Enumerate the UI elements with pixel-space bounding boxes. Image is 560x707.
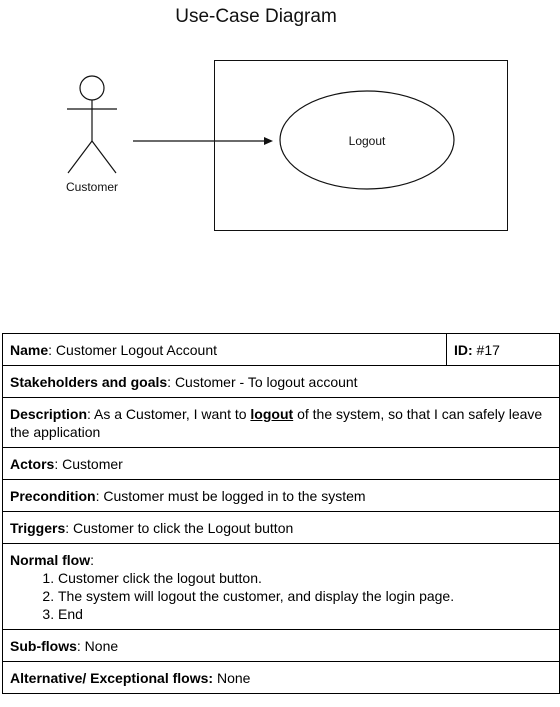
row-name: Name: Customer Logout Account ID: #17 <box>2 333 560 366</box>
description-pre: : As a Customer, I want to <box>87 406 251 422</box>
description-cell: Description: As a Customer, I want to lo… <box>2 397 560 448</box>
subflows-value: : None <box>76 638 119 654</box>
stakeholders-cell: Stakeholders and goals: Customer - To lo… <box>2 365 560 398</box>
diagram-title: Use-Case Diagram <box>175 6 337 27</box>
actors-value: : Customer <box>54 456 123 472</box>
alt-flows-label: Alternative/ Exceptional flows: <box>10 670 214 686</box>
normal-flow-cell: Normal flow: Customer click the logout b… <box>2 543 560 630</box>
flow-step: End <box>58 605 552 623</box>
use-case-label: Logout <box>349 134 386 148</box>
use-case-logout <box>279 90 455 190</box>
triggers-value: : Customer to click the Logout button <box>65 520 294 536</box>
flow-step: The system will logout the customer, and… <box>58 587 552 605</box>
alt-flows-value: None <box>213 670 251 686</box>
precondition-cell: Precondition: Customer must be logged in… <box>2 479 560 512</box>
actor-left-leg <box>67 140 93 174</box>
system-boundary <box>214 60 508 231</box>
row-description: Description: As a Customer, I want to lo… <box>2 397 560 448</box>
triggers-label: Triggers <box>10 520 66 536</box>
row-actors: Actors: Customer <box>2 447 560 480</box>
actor-right-leg <box>91 140 117 174</box>
row-normal-flow: Normal flow: Customer click the logout b… <box>2 543 560 630</box>
id-value: #17 <box>472 342 500 358</box>
arrow-head <box>264 137 273 145</box>
precondition-value: : Customer must be logged in to the syst… <box>95 488 366 504</box>
flow-step: Customer click the logout button. <box>58 569 552 587</box>
subflows-cell: Sub-flows: None <box>2 629 560 662</box>
actors-label: Actors <box>10 456 55 472</box>
normal-flow-label: Normal flow <box>10 552 91 568</box>
row-triggers: Triggers: Customer to click the Logout b… <box>2 511 560 544</box>
id-cell: ID: #17 <box>446 333 560 366</box>
row-precondition: Precondition: Customer must be logged in… <box>2 479 560 512</box>
actor-head <box>79 75 105 101</box>
row-alternative-flows: Alternative/ Exceptional flows: None <box>2 661 560 694</box>
stakeholders-label: Stakeholders and goals <box>10 374 168 390</box>
name-cell: Name: Customer Logout Account <box>2 333 447 366</box>
row-stakeholders: Stakeholders and goals: Customer - To lo… <box>2 365 560 398</box>
id-label: ID: <box>454 342 473 358</box>
precondition-label: Precondition <box>10 488 96 504</box>
description-post: of the system, so that I can safely leav… <box>10 406 543 440</box>
normal-flow-steps: Customer click the logout button. The sy… <box>10 569 552 623</box>
name-value: : Customer Logout Account <box>48 342 218 358</box>
row-subflows: Sub-flows: None <box>2 629 560 662</box>
description-emphasis: logout <box>250 406 294 422</box>
subflows-label: Sub-flows <box>10 638 77 654</box>
alt-flows-cell: Alternative/ Exceptional flows: None <box>2 661 560 694</box>
description-label: Description <box>10 406 88 422</box>
triggers-cell: Triggers: Customer to click the Logout b… <box>2 511 560 544</box>
normal-flow-colon: : <box>90 552 95 568</box>
name-label: Name <box>10 342 49 358</box>
stakeholders-value: : Customer - To logout account <box>167 374 358 390</box>
use-case-diagram: Customer Logout <box>66 60 508 231</box>
association-arrow <box>133 137 273 145</box>
actor-label: Customer <box>66 180 118 194</box>
actor-customer <box>67 75 117 174</box>
use-case-specification-table: Name: Customer Logout Account ID: #17 St… <box>2 333 560 694</box>
actors-cell: Actors: Customer <box>2 447 560 480</box>
